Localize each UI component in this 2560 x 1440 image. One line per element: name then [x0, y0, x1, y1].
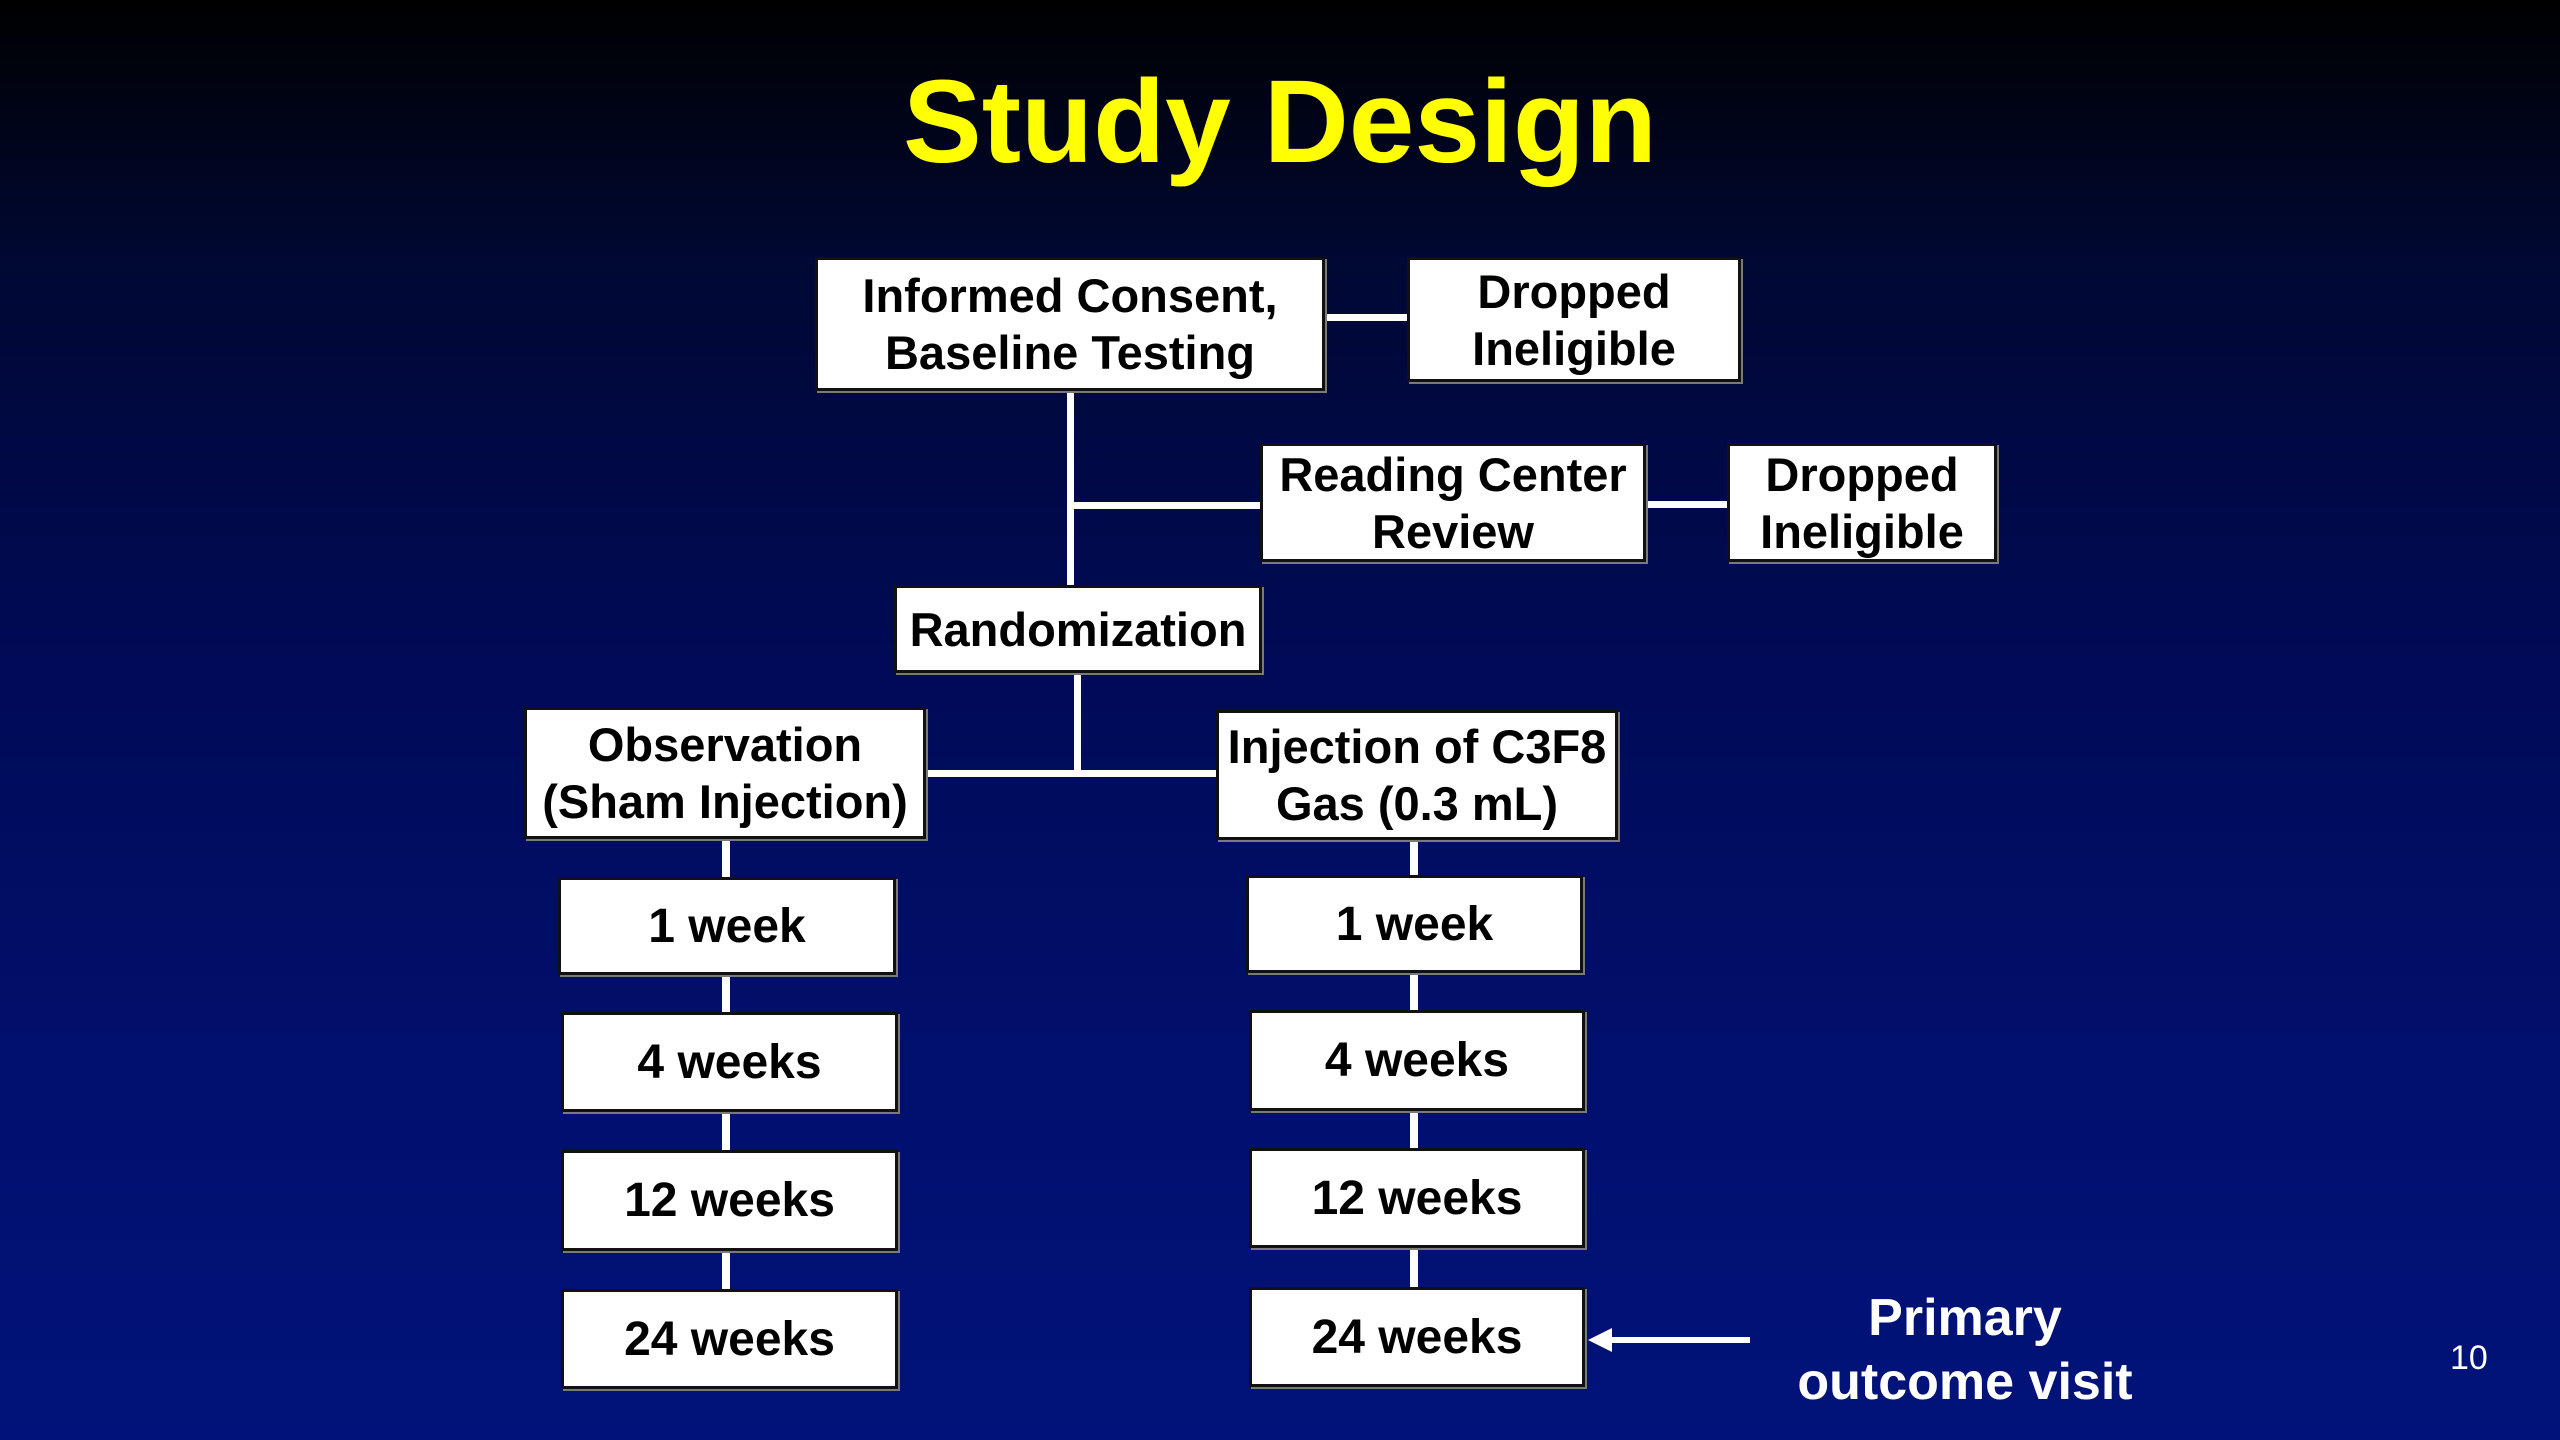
connector-observation-visit-1 — [722, 838, 730, 878]
connector-observation-visit-4 — [722, 1250, 730, 1289]
injection-visit-24-weeks: 24 weeks — [1249, 1287, 1585, 1387]
connector-to-reading-center — [1070, 502, 1260, 509]
connector-injection-visit-4 — [1410, 1248, 1418, 1288]
connector-arms-horizontal — [924, 770, 1220, 777]
box-injection-arm: Injection of C3F8 Gas (0.3 mL) — [1216, 710, 1618, 840]
connector-injection-visit-1 — [1410, 838, 1418, 878]
observation-visit-4-weeks: 4 weeks — [561, 1012, 898, 1112]
connector-injection-visit-3 — [1410, 1110, 1418, 1148]
primary-outcome-label: Primary outcome visit — [1797, 1289, 2133, 1411]
observation-visit-12-weeks: 12 weeks — [561, 1150, 898, 1251]
observation-visit-24-weeks: 24 weeks — [561, 1289, 898, 1389]
injection-visit-4-weeks: 4 weeks — [1249, 1010, 1585, 1111]
injection-visit-1-week: 1 week — [1246, 875, 1583, 973]
injection-visit-12-weeks: 12 weeks — [1249, 1148, 1585, 1248]
box-reading-center-review: Reading Center Review — [1260, 443, 1646, 562]
box-randomization: Randomization — [894, 585, 1262, 673]
connector-randomization-down — [1074, 672, 1081, 772]
connector-reading-dropped — [1645, 501, 1729, 508]
box-dropped-ineligible-2: Dropped Ineligible — [1727, 443, 1997, 562]
slide-title: Study Design — [903, 56, 1657, 188]
connector-main-vertical — [1067, 390, 1074, 585]
page-number: 10 — [2450, 1339, 2488, 1377]
connector-observation-visit-3 — [722, 1111, 730, 1150]
box-observation-arm: Observation (Sham Injection) — [524, 707, 926, 839]
box-informed-consent: Informed Consent, Baseline Testing — [815, 257, 1325, 391]
connector-injection-visit-2 — [1410, 972, 1418, 1012]
observation-visit-1-week: 1 week — [558, 877, 896, 975]
box-dropped-ineligible-1: Dropped Ineligible — [1407, 257, 1741, 382]
connector-consent-dropped — [1324, 314, 1408, 321]
left-arrow-icon — [1588, 1325, 1750, 1355]
connector-observation-visit-2 — [722, 974, 730, 1012]
